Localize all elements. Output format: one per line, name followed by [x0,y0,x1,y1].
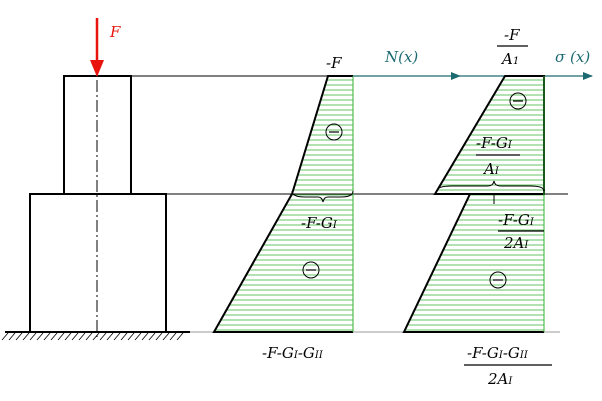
ground-hatch-line [120,332,128,341]
stress-region-lower-outline [402,193,544,333]
normal-force-value-middle: -F-GI [301,214,338,232]
ground-hatch-line [22,332,30,341]
normal-force-sign-top [325,123,343,141]
force-arrow: F [90,18,121,77]
svg-text:-F-GI: -F-GI [476,134,513,152]
normal-force-axis-label: N(x) [384,48,418,66]
ground-hatch-line [113,332,121,341]
ground-hatch-line [85,332,93,341]
svg-text:2AI: 2AI [503,234,529,252]
ground-hatch-line [134,332,142,341]
column [29,60,167,340]
ground-hatch-line [99,332,107,341]
ground-hatching [1,332,184,341]
stress-sign-bottom [489,271,507,289]
ground-hatch-line [57,332,65,341]
stress-value-middle-lower: -F-GI 2AI [498,211,544,252]
svg-text:-F-GI-GII: -F-GI-GII [467,344,529,362]
stress-hatching [404,79,544,331]
normal-force-outline [212,75,353,333]
ground-hatch-line [106,332,114,341]
force-label: F [109,23,121,41]
ground-hatch-line [1,332,9,341]
normal-force-step-brace [291,190,354,203]
ground-hatch-line [176,332,184,341]
stress-diagram: -F A1 -F-GI AI -F-GI 2AI -F-GI-GII 2AI [402,26,552,388]
stress-step-brace [436,180,545,192]
ground-hatch-line [92,332,100,341]
svg-text:2AI: 2AI [487,370,513,388]
svg-text:-F-GI: -F-GI [498,211,535,229]
ground-hatch-line [148,332,156,341]
ground-hatch-line [36,332,44,341]
svg-text:AI: AI [482,160,500,178]
ground-hatch-line [29,332,37,341]
stress-value-bottom: -F-GI-GII 2AI [464,344,552,388]
ground-hatch-line [141,332,149,341]
column-lower-section [29,193,167,333]
normal-force-value-bottom: -F-GI-GII [262,344,324,362]
ground [1,331,190,341]
normal-force-hatching [215,79,353,331]
stress-axis-label: σ (x) [555,48,590,66]
ground-hatch-line [50,332,58,341]
svg-text:-F: -F [504,26,520,44]
ground-hatch-line [169,332,177,341]
ground-hatch-line [43,332,51,341]
ground-hatch-line [71,332,79,341]
ground-hatch-line [64,332,72,341]
ground-hatch-line [15,332,23,341]
ground-hatch-line [78,332,86,341]
normal-force-diagram: -F -F-GI -F-GI-GII [212,54,354,362]
ground-hatch-line [155,332,163,341]
stress-sign-top [509,92,527,110]
svg-text:A1: A1 [500,50,519,68]
normal-force-sign-bottom [302,261,320,279]
normal-force-value-top: -F [326,54,342,72]
stress-value-top: -F A1 [497,26,528,68]
ground-hatch-line [8,332,16,341]
ground-hatch-line [127,332,135,341]
stress-value-middle-upper: -F-GI AI [476,134,520,178]
ground-hatch-line [162,332,170,341]
